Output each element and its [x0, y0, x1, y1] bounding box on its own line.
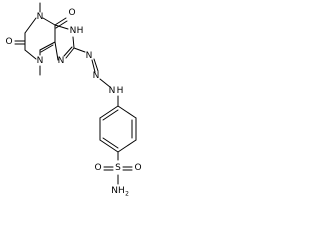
- structure-canvas: O N O N N H N N N N H S O O NH 2: [0, 0, 146, 210]
- bonds: [14, 2, 137, 185]
- bond-c2-n1: [24, 17, 37, 34]
- atom-azo-n3: N: [109, 86, 116, 96]
- bond-c6-o-double: [55, 20, 68, 29]
- bond-az2-az3: [99, 78, 111, 88]
- atom-h7: H: [77, 26, 84, 36]
- bond-c5-c4: [39, 41, 56, 51]
- bond-az1-az2: [91, 59, 96, 73]
- bond-c8-n9-double: [63, 46, 73, 57]
- bond-c8-n9: [65, 47, 75, 59]
- atom-azo-n1: N: [86, 51, 93, 61]
- bond-ar-6-inner: [102, 109, 119, 121]
- bond-ar-6: [99, 105, 119, 119]
- bond-n9-c4: [54, 41, 59, 61]
- bond-c5-n7: [54, 24, 69, 30]
- atom-n1: N: [37, 12, 44, 22]
- atom-o-left: O: [5, 37, 12, 47]
- bond-ar-1: [117, 105, 137, 119]
- molecule-drawing: O N O N N H N N N N H S O O NH 2: [5, 2, 142, 198]
- bond-ar-3: [117, 139, 137, 153]
- atom-labels: O N O N N H N N N N H S O O NH 2: [5, 8, 141, 198]
- bond-n1-c6: [42, 17, 56, 26]
- bond-c4-c5-inner: [40, 44, 54, 53]
- atom-n9: N: [58, 56, 65, 66]
- atom-azo-h: H: [117, 86, 124, 96]
- atom-o-sulfonyl-left: O: [94, 163, 101, 173]
- atom-amine: NH: [111, 186, 125, 196]
- atom-n3: N: [37, 56, 44, 66]
- bond-ar-4: [99, 139, 119, 153]
- bond-n3-c2: [24, 49, 37, 60]
- bond-n7-c8: [72, 36, 75, 49]
- atom-s: S: [115, 163, 121, 173]
- bond-c8-az1: [73, 47, 86, 53]
- bond-ar-4-inner: [102, 137, 119, 149]
- atom-o-sulfonyl-right: O: [134, 163, 141, 173]
- atom-o-top: O: [68, 8, 75, 18]
- bond-c6-o: [54, 17, 67, 26]
- bond-az1-az2-double: [93, 58, 99, 72]
- atom-azo-n2: N: [93, 71, 100, 81]
- atom-n7: N: [70, 26, 77, 36]
- atom-amine-subscript: 2: [125, 191, 129, 198]
